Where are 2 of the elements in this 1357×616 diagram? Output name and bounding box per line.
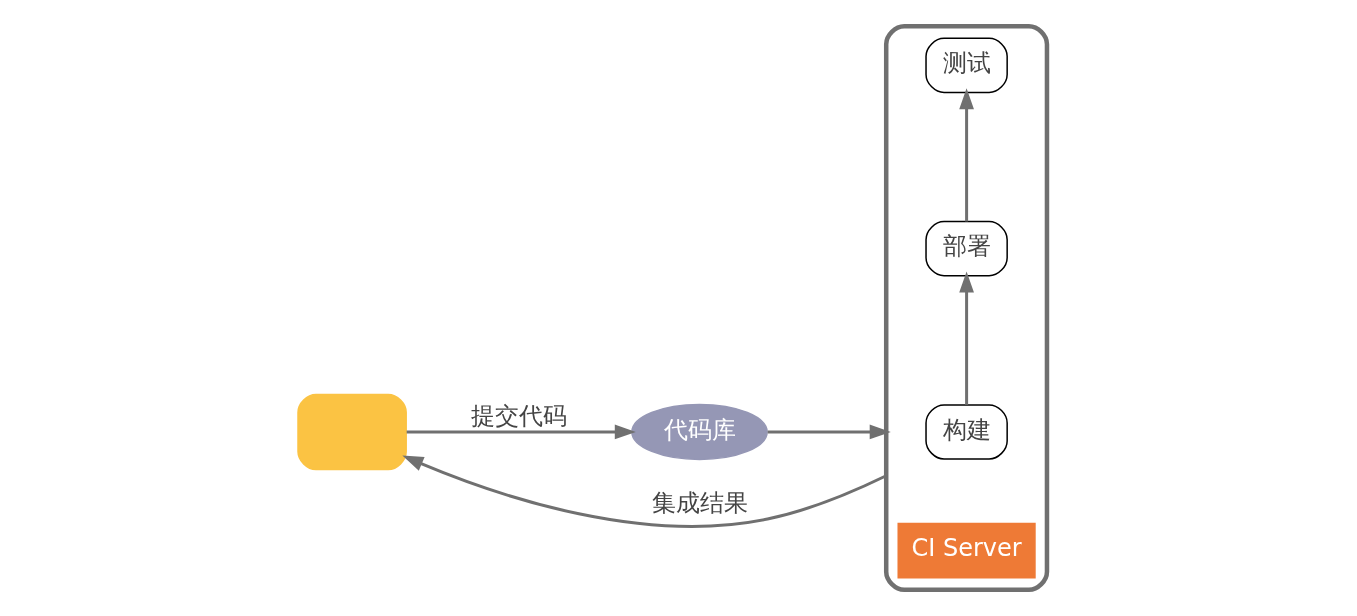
edge-label: 提交代码 bbox=[470, 402, 567, 431]
edge-label: 集成结果 bbox=[651, 489, 748, 518]
